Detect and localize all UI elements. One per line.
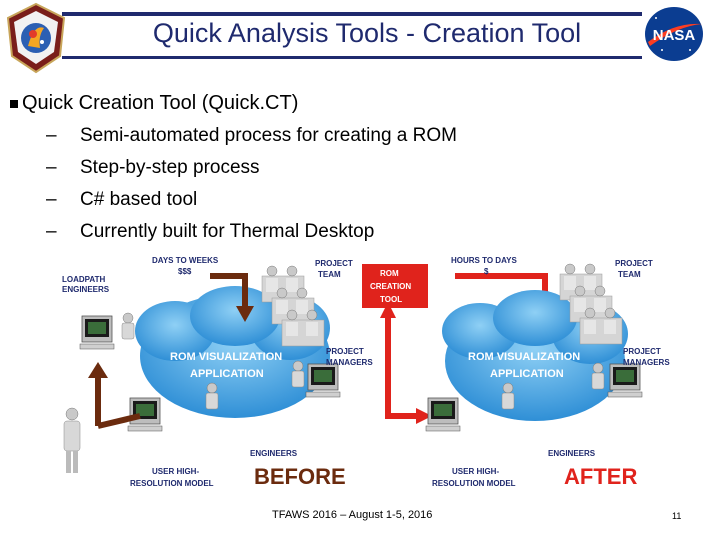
dash: –: [46, 189, 57, 210]
dash: –: [46, 157, 57, 178]
before-model-label-2: RESOLUTION MODEL: [130, 479, 214, 488]
tool-label-1: ROM: [380, 269, 399, 278]
before-timing: DAYS TO WEEKS: [152, 256, 219, 265]
after-managers-label: PROJECT: [623, 347, 661, 356]
after-project-label: PROJECT: [615, 259, 653, 268]
dash: –: [46, 125, 57, 146]
rom-creation-tool-box: [362, 264, 428, 308]
before-managers-label: PROJECT: [326, 347, 364, 356]
title-rule-bottom: [62, 56, 642, 59]
sub-bullet-1: – Semi-automated process for creating a R…: [46, 125, 457, 147]
sub-bullet-text: Semi-automated process for creating a RO…: [80, 125, 457, 146]
sub-bullet-text: C# based tool: [80, 189, 198, 210]
footer-text: TFAWS 2016 – August 1-5, 2016: [272, 509, 433, 521]
after-model-label-2: RESOLUTION MODEL: [432, 479, 516, 488]
after-cost: $: [484, 267, 489, 276]
before-loadpath-engineer: [79, 312, 135, 350]
dash: –: [46, 221, 57, 242]
before-brown-arrow: [88, 273, 254, 429]
sub-bullet-text: Step-by-step process: [80, 157, 260, 178]
nasa-wordmark: NASA: [653, 27, 696, 44]
square-bullet-icon: [10, 99, 18, 108]
after-engineers-label: ENGINEERS: [548, 449, 596, 458]
nasa-meatball-icon: NASA: [645, 7, 703, 61]
tool-label-3: TOOL: [380, 295, 402, 304]
before-after-diagram: DAYS TO WEEKS $$$ LOADPATH ENGINEERS PRO…: [62, 256, 670, 489]
before-managers-label-2: MANAGERS: [326, 358, 373, 367]
after-timing: HOURS TO DAYS: [451, 256, 517, 265]
before-cloud-label: ROM VISUALIZATION: [170, 351, 282, 363]
after-cloud-label: ROM VISUALIZATION: [468, 351, 580, 363]
main-bullet-text: Quick Creation Tool (Quick.CT): [22, 92, 299, 114]
sub-bullet-4: – Currently built for Thermal Desktop: [46, 221, 374, 243]
after-cloud-label-2: APPLICATION: [490, 368, 564, 380]
after-project-label-2: TEAM: [618, 270, 641, 279]
tfaws-mission-patch-icon: [6, 2, 66, 74]
after-label: AFTER: [564, 464, 637, 489]
loadpath-label-2: ENGINEERS: [62, 285, 110, 294]
sub-bullet-3: – C# based tool: [46, 189, 197, 211]
after-managers-label-2: MANAGERS: [623, 358, 670, 367]
sub-bullet-2: – Step-by-step process: [46, 157, 260, 179]
before-user: [63, 407, 81, 473]
sub-bullet-text: Currently built for Thermal Desktop: [80, 221, 375, 242]
before-cost: $$$: [178, 267, 192, 276]
before-cloud-label-2: APPLICATION: [190, 368, 264, 380]
main-bullet: Quick Creation Tool (Quick.CT): [10, 92, 298, 115]
before-label: BEFORE: [254, 464, 346, 489]
page-number: 11: [672, 511, 682, 521]
loadpath-label: LOADPATH: [62, 275, 105, 284]
title-rule-top: [62, 12, 642, 16]
tool-label-2: CREATION: [370, 282, 411, 291]
before-model-label: USER HIGH-: [152, 467, 199, 476]
slide-title: Quick Analysis Tools - Creation Tool: [152, 18, 582, 48]
after-model-label: USER HIGH-: [452, 467, 499, 476]
before-project-label-2: TEAM: [318, 270, 341, 279]
before-engineers-label: ENGINEERS: [250, 449, 298, 458]
before-project-label: PROJECT: [315, 259, 353, 268]
